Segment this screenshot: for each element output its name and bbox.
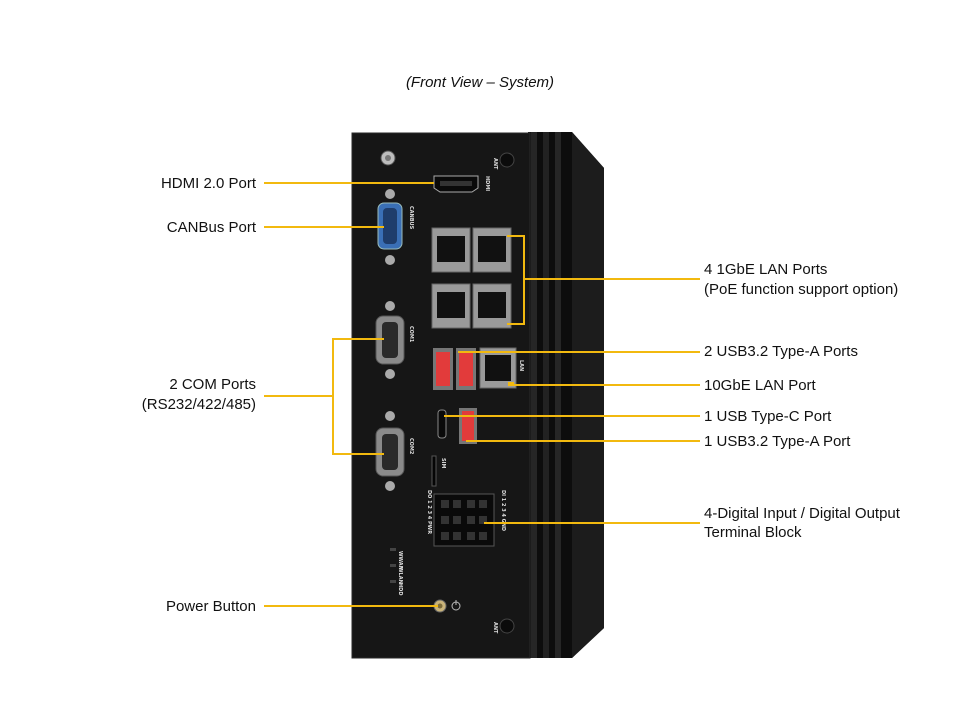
label-com-line2: (RS232/422/485) (141, 396, 256, 413)
usb-typea-dual-ports (433, 348, 476, 390)
antenna-connector-bottom (499, 618, 515, 634)
com1-port (375, 301, 405, 379)
com2-mark: COM2 (408, 438, 414, 455)
canbus-mark: CANBUS (408, 206, 414, 230)
di-mark: DI 1 2 3 4 GND (500, 490, 506, 531)
do-mark: DO 1 2 3 4 PWR (426, 490, 432, 534)
label-usbc: 1 USB Type-C Port (704, 408, 832, 425)
leader-lines (264, 182, 700, 607)
usb-typec-port (437, 409, 447, 439)
antenna-connector-top (499, 152, 515, 168)
wlan-mark: WLAN (397, 567, 403, 584)
sim-mark: SIM (440, 458, 446, 468)
label-dio-line2: Terminal Block (704, 524, 802, 541)
hdmi-mark: HDMI (484, 176, 490, 191)
hdd-mark: HDD (397, 583, 403, 596)
lan-1gbe-ports (431, 227, 512, 329)
hdmi-port (433, 175, 479, 193)
com2-port (375, 411, 405, 491)
label-usb-a2: 2 USB3.2 Type-A Ports (704, 343, 858, 360)
label-lan10: 10GbE LAN Port (704, 377, 816, 394)
label-com-line1: 2 COM Ports (169, 376, 256, 393)
label-canbus: CANBus Port (166, 219, 256, 236)
label-lan-line2: (PoE function support option) (704, 281, 899, 298)
figure-caption: (Front View – System) (405, 74, 555, 91)
status-leds (390, 548, 396, 583)
com1-mark: COM1 (408, 326, 414, 343)
usb-typea-single-port (459, 408, 477, 444)
dio-terminal-block (433, 493, 495, 547)
lan-10gbe-port (479, 347, 517, 389)
label-lan-line1: 4 1GbE LAN Ports (704, 261, 828, 278)
label-hdmi: HDMI 2.0 Port (160, 175, 256, 192)
ant-mark-top: ANT (492, 158, 498, 170)
ant-mark-bottom: ANT (492, 622, 498, 634)
label-usb-a1: 1 USB3.2 Type-A Port (704, 433, 851, 450)
heatsink-side (528, 132, 604, 658)
wwan-mark: WWAN (397, 551, 403, 570)
lan-mark: LAN (518, 360, 524, 371)
sim-slot (431, 455, 437, 487)
label-dio-line1: 4-Digital Input / Digital Output (704, 505, 900, 522)
label-power: Power Button (165, 598, 256, 615)
